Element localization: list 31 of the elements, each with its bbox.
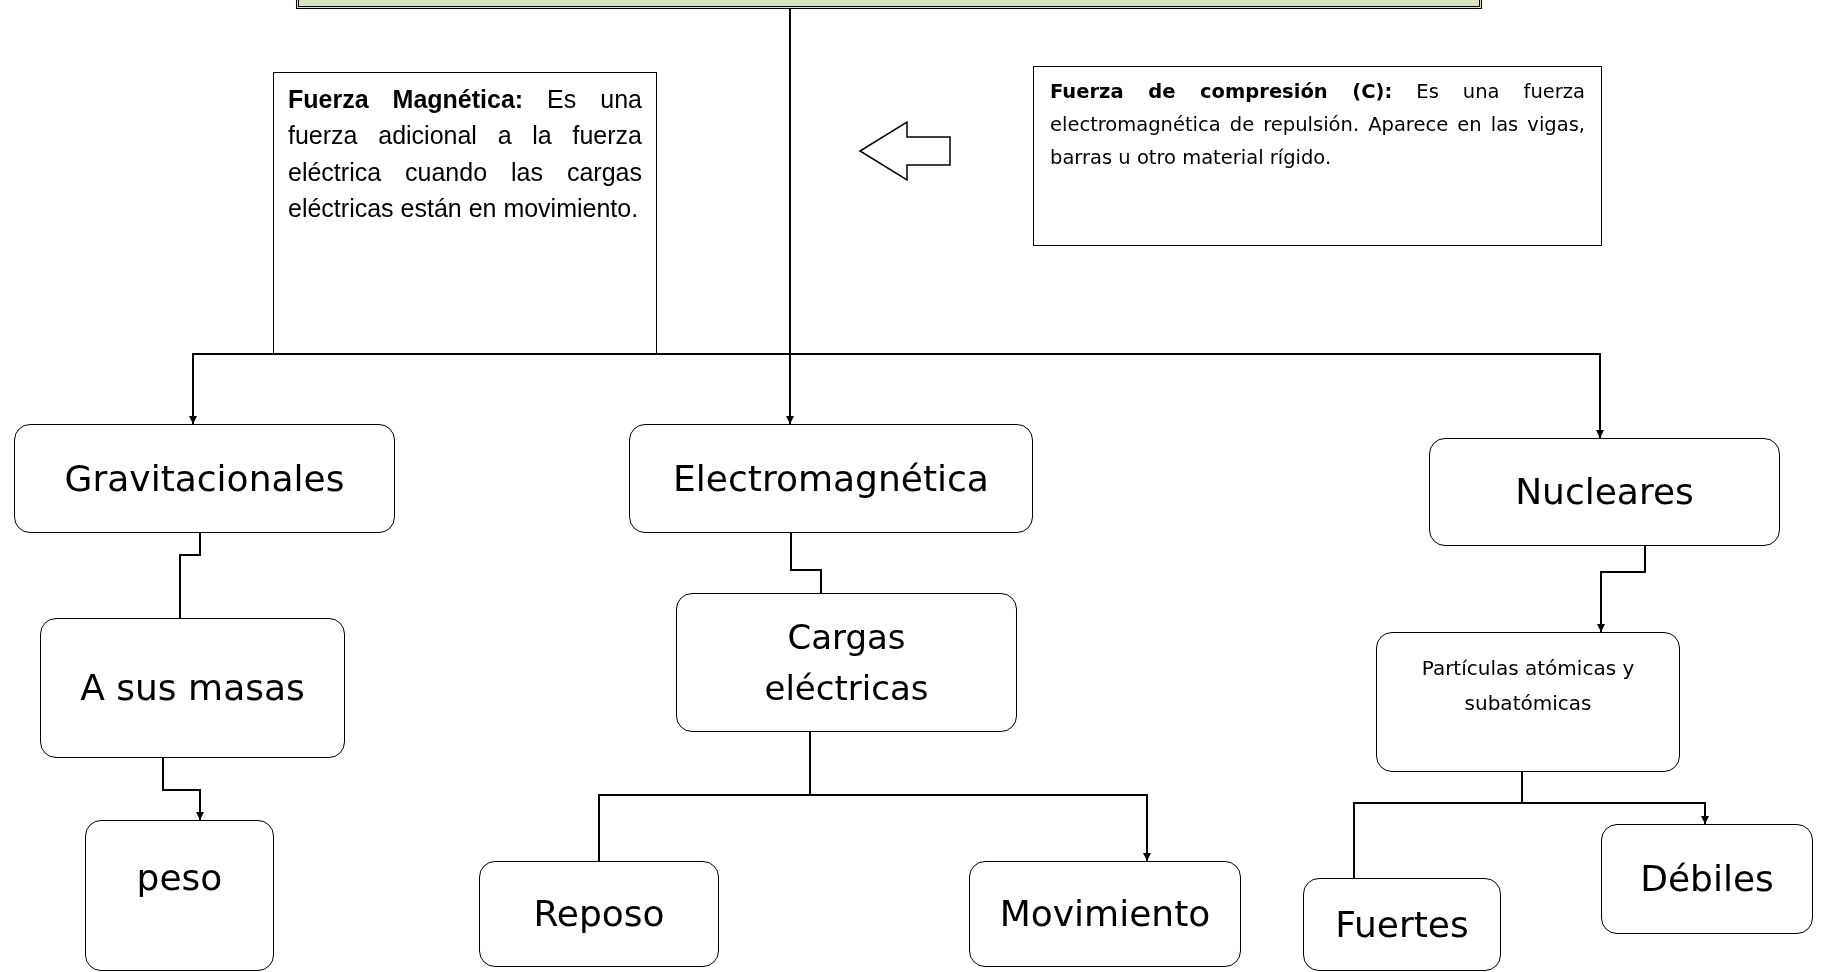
concept-box [1303,878,1501,971]
concept-label: Electromagnética [672,456,990,501]
concept-box [40,618,345,758]
concept-label: Movimiento [998,892,1212,936]
concept-label: Partículas atómicas y subatómicas [1420,655,1636,717]
concept-label: peso [135,856,224,900]
concept-label: Gravitacionales [63,456,346,501]
connector-line [790,532,822,594]
concept-box [629,424,1033,533]
definition-text: Fuerza Magnética: Es una fuerza adicional a la fuerza eléctrica cuando las cargas eléctricas están en movimiento. [287,84,643,224]
arrow [162,757,204,821]
concept-label: Cargas eléctricas [763,615,930,710]
concept-label: Fuertes [1334,902,1470,947]
concept-box [969,861,1241,967]
concept-label: Débiles [1639,857,1775,901]
concept-box [479,861,719,967]
concept-box [1429,438,1780,546]
arrow [1521,771,1709,825]
concept-box [1601,824,1813,934]
concept-box [14,424,395,533]
concept-label: Reposo [532,892,666,936]
concept-label: Nucleares [1514,470,1695,514]
definition-box [1033,66,1602,246]
definition-text: Fuerza de compresión (C): Es una fuerza electromagnética de repulsión. Aparece en las vigas, barras u otro material rígido. [1049,79,1586,172]
connector-line [179,532,201,619]
definition-box [273,72,657,354]
concept-box [1376,632,1680,772]
concept-box [676,593,1017,732]
concept-box [85,820,274,971]
concept-label: A sus masas [79,666,306,710]
arrow [1597,545,1646,633]
